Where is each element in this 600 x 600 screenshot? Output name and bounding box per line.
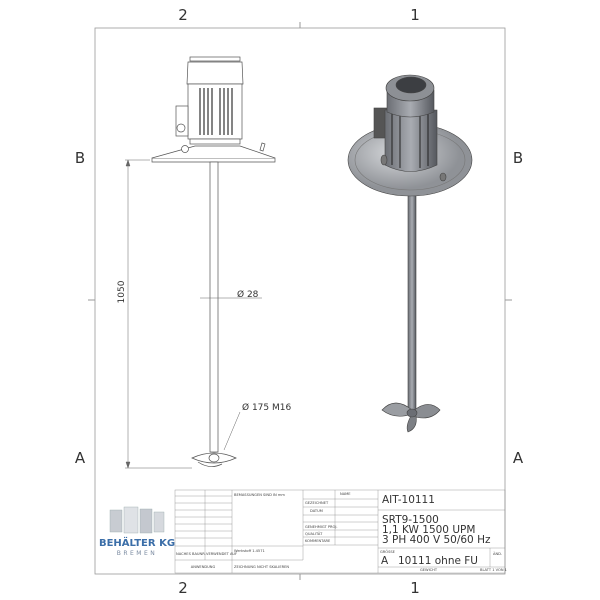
dimension-length (125, 159, 192, 469)
title-block (174, 489, 506, 574)
quality-label: QUALITÄT (305, 531, 323, 536)
drawing-number: AIT-10111 (382, 494, 435, 506)
size-value: A (381, 555, 389, 567)
no-scale-note: ZEICHNUNG NICHT SKALIEREN (234, 565, 289, 569)
name-header: NAME (340, 492, 351, 496)
zone-label-bottom-2: 2 (178, 579, 188, 597)
material-label: Werkstoff 1.4571 (234, 549, 265, 553)
sheet-label: BLATT 1 VON 1 (480, 568, 507, 572)
drawing-frame (94, 27, 506, 575)
dimension-impeller: Ø 175 M16 (242, 402, 291, 413)
application-label: ANWENDUNG (191, 565, 216, 569)
zone-label-bottom-1: 1 (410, 579, 420, 597)
side-view-mixer (151, 56, 276, 467)
zone-label-left-a: A (75, 449, 86, 467)
description-line-1: SRT9-1500 (382, 514, 439, 526)
date-label: DATUM (310, 509, 323, 513)
logo-company-name: BEHÄLTER KG (99, 535, 175, 549)
zone-label-right-a: A (513, 449, 524, 467)
comments-label: KOMMENTARE (305, 539, 331, 543)
next-assembly-label: NACHES BAUNR. (176, 552, 206, 556)
zone-label-top-1: 1 (410, 6, 420, 24)
zone-label-right-b: B (513, 149, 523, 167)
dimension-length-label: 1050 (117, 280, 127, 303)
used-on-label: VERWENDET AUF (206, 552, 237, 556)
dimension-shaft-diameter: Ø 28 (237, 289, 259, 300)
company-logo (109, 506, 165, 534)
weight-label: GEWICHT (420, 568, 438, 572)
zone-label-left-b: B (75, 149, 85, 167)
logo-city: BREMEN (117, 550, 158, 557)
document-name: 10111 ohne FU (398, 555, 478, 567)
description-line-3: 3 PH 400 V 50/60 Hz (382, 534, 491, 546)
units-note: BEMASSUNGEN SIND IN mm (234, 493, 285, 497)
size-label: GRÖSSE (380, 549, 396, 554)
zone-label-top-2: 2 (178, 6, 188, 24)
isometric-view-mixer (347, 74, 473, 433)
description-line-2: 1,1 KW 1500 UPM (382, 524, 475, 536)
drawn-label: GEZEICHNET (305, 501, 329, 505)
approved-label: GENEHMIGT PROJ. (305, 525, 338, 529)
revision-label: ÄND. (493, 551, 502, 556)
